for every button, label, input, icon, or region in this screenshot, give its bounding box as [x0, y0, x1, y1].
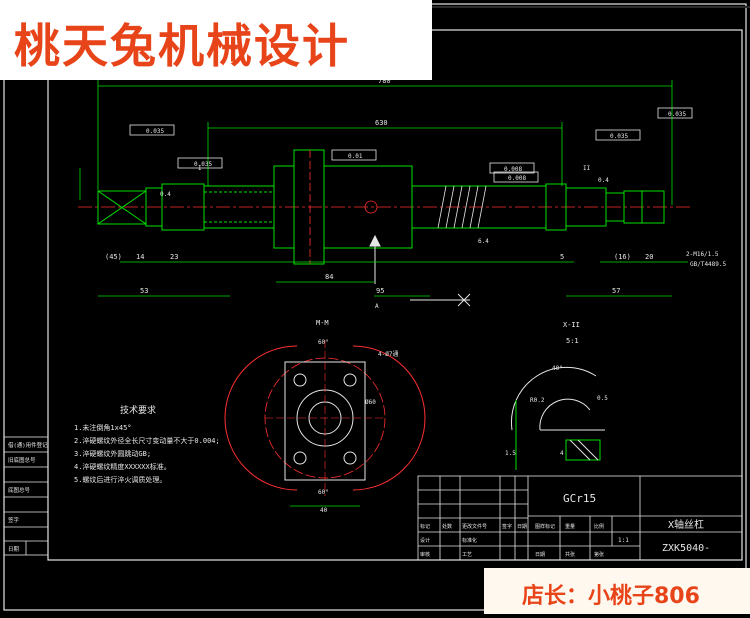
dim-23: 23: [170, 253, 178, 261]
detail-dim: 40°: [552, 365, 563, 372]
sign-cell: 日期: [517, 524, 527, 530]
dim-95: 95: [376, 287, 384, 295]
row3-cell: 工艺: [462, 552, 472, 558]
dim-780: 780: [378, 77, 391, 85]
groove-detail-dims: 40° 0.5 R0.2 1.5 4: [505, 365, 608, 457]
ra-label: 6.4: [478, 238, 489, 245]
angle-label: 60°: [318, 339, 329, 346]
tech-requirements: 技术要求 1.未注倒角1x45° 2.淬硬螺纹外径全长尺寸变动量不大于0.004…: [74, 404, 220, 484]
tol-value: 0.035: [194, 161, 212, 168]
row3-cell: 共张: [565, 551, 575, 558]
phi-60: Ø60: [365, 399, 376, 406]
detail-dim: R0.2: [530, 397, 545, 404]
tech-title: 技术要求: [120, 404, 156, 416]
row2-cell: 图样标记: [535, 523, 555, 530]
shop-owner-tag: 店长：小桃子806: [484, 568, 750, 614]
row2-cell: 比例: [594, 523, 604, 530]
tol-value: 0.035: [668, 111, 686, 118]
section-arrow: [369, 234, 471, 307]
datum-label: A: [375, 303, 379, 310]
tol-value: 0.035: [610, 133, 628, 140]
left-register-table: [3, 436, 49, 556]
tol-value: 0.01: [348, 153, 363, 160]
detail-dim: 0.5: [597, 395, 608, 402]
tech-item: 5.螺纹后进行淬火调质处理。: [74, 475, 166, 484]
dim-53: 53: [140, 287, 148, 295]
row2-cell: 设计: [420, 537, 430, 544]
tech-item: 3.淬硬螺纹外圆跳动GB;: [74, 449, 151, 458]
dim-20: 20: [645, 253, 653, 261]
title-block: [417, 475, 743, 561]
tech-item: 4.淬硬螺纹精度XXXXXX标准。: [74, 462, 171, 471]
tolerance-frames: [129, 107, 693, 183]
row3-cell: 审核: [420, 551, 430, 558]
part-name: X轴丝杠: [668, 518, 704, 531]
shop-banner-title: 桃天兔机械设计: [14, 19, 350, 73]
detail-label: I: [198, 165, 202, 172]
flange-section-view: [224, 340, 426, 507]
dim-5: 5: [560, 253, 564, 261]
dim-16: (16): [614, 253, 631, 261]
thread-note-1: 2-M16/1.5: [686, 251, 719, 258]
dimension-values: 780 630 84 95 53 57 14 23 (45) 5 (16) 20…: [105, 77, 727, 295]
register-label: 签字: [8, 516, 20, 524]
dim-40: 40: [320, 507, 328, 514]
title-block-text: GCr15 X轴丝杠 ZXK5040- 1:1 标记 处数 更改文件号 签字 日…: [420, 492, 710, 558]
holes-label: 4-Ø7通: [378, 350, 398, 358]
angle-label: 60°: [318, 489, 329, 496]
sign-cell: 更改文件号: [462, 523, 487, 530]
flange-dims: 60° 60° 4-Ø7通 40 Ø60: [318, 339, 398, 514]
row2-cell: 重量: [565, 523, 575, 530]
scale-cell: 1:1: [618, 537, 629, 544]
dim-57: 57: [612, 287, 620, 295]
dim-630: 630: [375, 119, 388, 127]
nut-center-marks: [309, 150, 378, 264]
sign-cell: 签字: [502, 523, 512, 530]
tol-value: 0.008: [508, 175, 526, 182]
row3-cell: 日期: [535, 552, 545, 558]
drawing-number: ZXK5040-: [662, 543, 710, 554]
dim-14: 14: [136, 253, 144, 261]
section-2-label: X-II: [563, 321, 580, 329]
dim-45: (45): [105, 253, 122, 261]
detail-dim: 1.5: [505, 450, 516, 457]
register-label: 日期: [8, 546, 20, 553]
material: GCr15: [563, 492, 596, 505]
register-label: 底图总号: [8, 486, 31, 494]
ra-label: 0.4: [598, 177, 609, 184]
detail-label: II: [583, 165, 591, 172]
row3-cell: 第张: [594, 551, 604, 558]
sign-cell: 处数: [442, 523, 452, 530]
dimension-lines: [79, 80, 688, 297]
detail-dim: 4: [560, 450, 564, 457]
register-label: 旧底图总号: [8, 456, 36, 464]
groove-detail-view: [510, 366, 605, 470]
ra-label: 0.4: [160, 191, 171, 198]
dim-84: 84: [325, 273, 333, 281]
shop-banner: 桃天兔机械设计: [0, 0, 432, 80]
tech-item: 2.淬硬螺纹外径全长尺寸变动量不大于0.004;: [74, 436, 220, 445]
sign-cell: 标记: [420, 523, 430, 530]
tech-item: 1.未注倒角1x45°: [74, 423, 132, 432]
tol-value: 0.035: [146, 128, 164, 135]
row2-cell: 标准化: [462, 537, 477, 544]
shop-owner-label: 店长：小桃子806: [522, 584, 700, 609]
section-mm-label: M-M: [316, 319, 329, 327]
section-scale-label: 5:1: [566, 337, 579, 345]
register-label: 借(通)用件登记: [8, 441, 48, 449]
thread-note-2: GB/T4489.5: [690, 261, 727, 268]
left-register-labels: 借(通)用件登记 旧底图总号 底图总号 签字 日期: [8, 441, 48, 553]
thread-hatching: [437, 185, 487, 229]
ball-screw-shaft: [97, 149, 665, 265]
tol-value: 0.008: [504, 166, 522, 173]
tolerance-values: 0.035 0.035 0.01 0.008 0.008 0.035 0.035…: [146, 111, 686, 310]
